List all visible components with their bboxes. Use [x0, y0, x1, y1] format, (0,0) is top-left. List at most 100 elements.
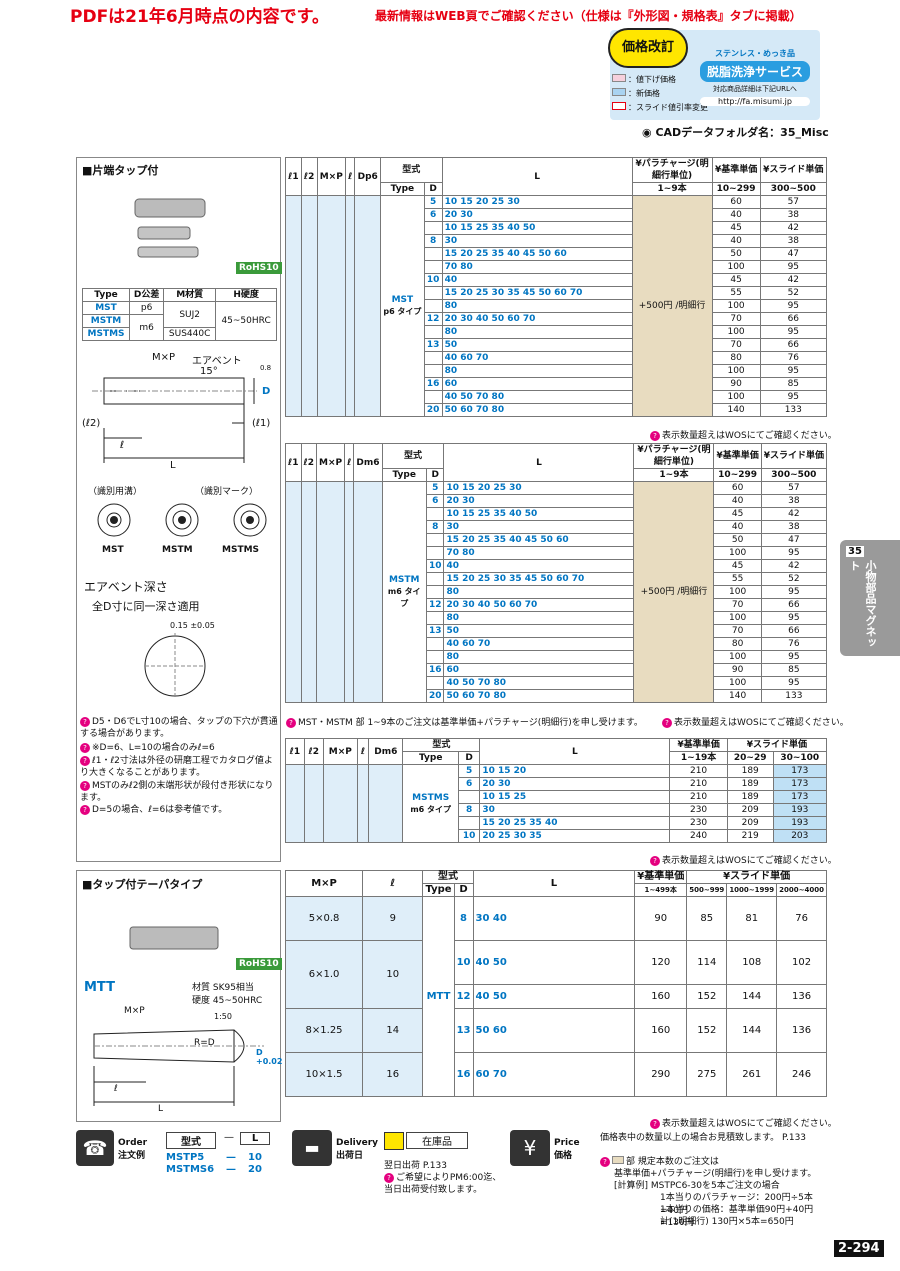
d-cell: 5: [457, 764, 481, 778]
note-icon: ?: [286, 718, 296, 728]
banner-main: PDFは21年6月時点の内容です。: [70, 7, 329, 27]
t2-h-q2: 10~299: [713, 468, 762, 482]
t1-h-model: 型式: [380, 157, 443, 183]
mat-material: SUS440C: [163, 327, 217, 341]
ell-cell: 10: [362, 940, 424, 1009]
service-note: 対応商品詳細は下記URLへ: [713, 85, 797, 93]
diag-l: ℓ: [120, 440, 125, 451]
slide-price: 203: [772, 829, 828, 843]
t1-h-l2: ℓ2: [300, 157, 318, 196]
mark-circles: [92, 500, 272, 540]
d-cell: [423, 260, 443, 274]
t4-h-q2: 500~999: [686, 883, 728, 897]
service-url[interactable]: http://fa.misumi.jp: [700, 97, 810, 106]
slide-price: 38: [760, 494, 828, 508]
slide-price: 173: [772, 764, 828, 778]
t1-h-dd: D: [423, 182, 443, 196]
slide-price: 95: [760, 546, 828, 560]
t1-h-slide: ¥スライド単価: [759, 157, 828, 183]
ell-cell: 14: [362, 1008, 424, 1053]
d-cell: 10: [453, 940, 474, 985]
vent-diagram: [140, 628, 210, 701]
mat-h-dtol: D公差: [129, 288, 165, 302]
mat-type: MST: [81, 301, 131, 315]
d-cell: 16: [425, 663, 445, 677]
t1-h-d: Dp6: [354, 157, 381, 196]
stock-box-icon: [384, 1132, 404, 1150]
price-cell: 290: [634, 1052, 688, 1097]
t1-h-mxp: M×P: [316, 157, 347, 196]
mat-type: MSTMS: [81, 327, 131, 341]
base-price: 70: [711, 338, 761, 352]
price-line-4: 1本当りのパラチャージ：200円÷5本=40円: [660, 1193, 813, 1216]
t1-h-charge: ¥パラチャージ(明細行単位): [631, 157, 713, 183]
mxp-dims: [316, 481, 346, 703]
base-price: 100: [711, 299, 761, 313]
price-line-2: 基準単価+パラチャージ(明細行)を申し受けます。: [614, 1169, 817, 1179]
t2-h-L: L: [443, 443, 635, 482]
base-price: 100: [711, 364, 761, 378]
base-price: 70: [713, 624, 762, 638]
t1-h-l: ℓ: [345, 157, 356, 196]
t4-h-q3: 1000~1999: [726, 883, 778, 897]
t2-h-l1: ℓ1: [285, 443, 302, 482]
price-cell: 136: [776, 984, 827, 1009]
type-sub: p6 タイプ: [383, 307, 422, 316]
slide-price: 193: [772, 816, 828, 830]
slide-price: 193: [772, 803, 828, 817]
taper-pin-image: [128, 925, 220, 954]
d-cell: [425, 676, 445, 690]
l-values: 80: [443, 650, 635, 664]
dim-cell: [285, 764, 305, 843]
base-price: 70: [711, 312, 761, 326]
d-cell: 10: [425, 559, 445, 573]
l-dims: [285, 481, 302, 703]
taper-l: ℓ: [114, 1084, 118, 1094]
badge-legend-3: ：スライド値引率変更: [612, 102, 708, 113]
mark-type-mstms: MSTMS: [222, 545, 260, 555]
price-cell: 114: [686, 940, 728, 985]
sec1-note-3: ?ℓ1・ℓ2寸法は外径の研磨工程でカタログ値より大きくなることがあります。: [80, 756, 273, 778]
t4-footnote-1: ?表示数量超えはWOSにてご確認ください。: [650, 1118, 837, 1130]
t3-h-q3: 30~100: [772, 751, 828, 765]
slide-price: 42: [760, 559, 828, 573]
note-icon: ?: [384, 1173, 394, 1183]
delivery-label: Delivery 出荷日: [336, 1138, 379, 1161]
t3-h-qty: 1~19本: [669, 751, 728, 765]
l-values: 30: [441, 234, 633, 248]
slide-price: 66: [760, 624, 828, 638]
slide-price: 76: [759, 351, 828, 365]
d-cell: [423, 325, 443, 339]
delivery-note: ?ご希望によりPM6:00迄、当日出荷受付致します。: [384, 1173, 502, 1195]
diag-d: D: [262, 386, 271, 397]
d-cell: [457, 816, 481, 830]
base-price: 60: [713, 481, 762, 495]
mat-type: MSTM: [81, 314, 131, 328]
t1-h-type: Type: [380, 182, 425, 196]
t2-h-mxp: M×P: [316, 443, 346, 482]
side-tab-num: 35: [846, 546, 864, 557]
d-cell: [425, 650, 445, 664]
price-cell: 144: [726, 984, 778, 1009]
t4-h-L: L: [472, 870, 636, 897]
taper-mxp: M×P: [124, 1006, 145, 1016]
base-price: 230: [669, 803, 728, 817]
base-price: 100: [713, 611, 762, 625]
price-label: Price 価格: [554, 1138, 580, 1161]
d-cell: 12: [453, 984, 474, 1009]
pin-image: [130, 195, 210, 265]
d-cell: [425, 611, 445, 625]
l-values: 10 15 20 25 30: [443, 481, 635, 495]
page-number: 2-294: [834, 1240, 884, 1257]
t2-h-qty: 1~9本: [633, 468, 715, 482]
t4-h-type: Type: [422, 883, 455, 897]
rohs-badge: RoHS10: [236, 262, 282, 274]
side-tab[interactable]: 35 小物部品マグネット: [840, 540, 900, 656]
